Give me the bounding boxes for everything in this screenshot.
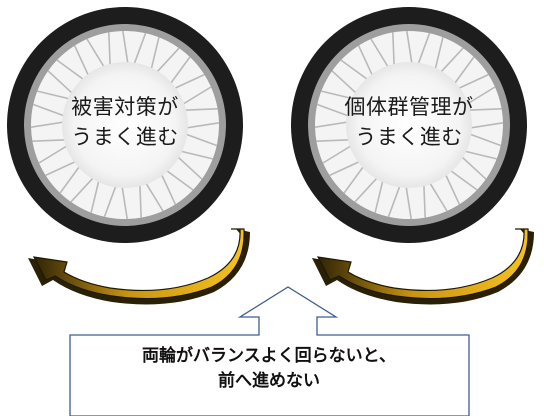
wheel-left-label-line2: うまく進む xyxy=(71,125,179,150)
wheel-left xyxy=(7,7,243,243)
wheel-left-label: 被害対策が うまく進む xyxy=(50,92,200,153)
callout-box xyxy=(69,286,470,416)
rotation-arrow-icon xyxy=(312,228,534,305)
wheel-left-label-line1: 被害対策が xyxy=(71,95,179,119)
wheel-right-label: 個体群管理が うまく進む xyxy=(334,92,484,153)
rotation-arrow-icon xyxy=(28,228,250,305)
up-arrow-icon xyxy=(69,286,470,416)
callout-line1: 両輪がバランスよく回らないと、 xyxy=(142,346,396,366)
wheel-right xyxy=(291,7,527,243)
callout-label: 両輪がバランスよく回らないと、 前へ進めない xyxy=(70,344,468,393)
wheel-left-hub xyxy=(62,62,188,188)
wheel-right-hub xyxy=(346,62,472,188)
wheel-right-label-line1: 個体群管理が xyxy=(344,95,474,119)
callout-line2: 前へ進めない xyxy=(218,370,320,391)
wheel-right-label-line2: うまく進む xyxy=(355,125,463,150)
